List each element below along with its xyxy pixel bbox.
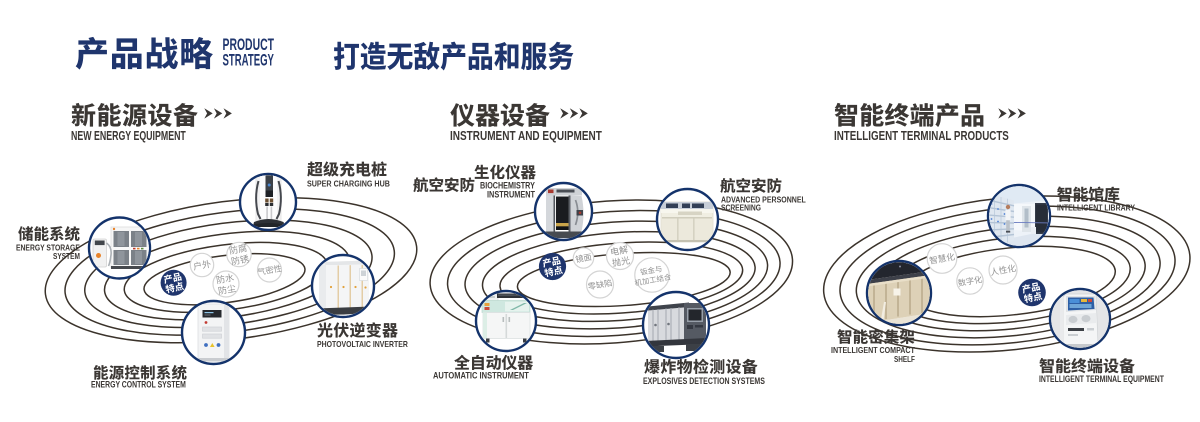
svg-text:SYSTEM: SYSTEM xyxy=(53,251,80,261)
svg-text:INTELLIGENT LIBRARY: INTELLIGENT LIBRARY xyxy=(1057,203,1135,213)
svg-text:ADVANCED PERSONNEL: ADVANCED PERSONNEL xyxy=(721,195,806,205)
svg-text:SCREENING: SCREENING xyxy=(721,203,761,213)
svg-text:BIOCHEMISTRY: BIOCHEMISTRY xyxy=(480,181,535,191)
svg-text:STRATEGY: STRATEGY xyxy=(223,51,274,69)
svg-text:ENERGY STORAGE: ENERGY STORAGE xyxy=(16,243,80,253)
svg-text:AUTOMATIC INSTRUMENT: AUTOMATIC INSTRUMENT xyxy=(433,371,529,381)
svg-text:ENERGY CONTROL SYSTEM: ENERGY CONTROL SYSTEM xyxy=(91,380,186,390)
svg-text:NEW ENERGY EQUIPMENT: NEW ENERGY EQUIPMENT xyxy=(71,130,186,144)
svg-text:INTELLIGENT COMPACT: INTELLIGENT COMPACT xyxy=(831,345,915,355)
svg-text:EXPLOSIVES DETECTION SYSTEMS: EXPLOSIVES DETECTION SYSTEMS xyxy=(643,376,765,386)
svg-text:INSTRUMENT AND EQUIPMENT: INSTRUMENT AND EQUIPMENT xyxy=(450,129,603,144)
svg-text:SUPER CHARGING HUB: SUPER CHARGING HUB xyxy=(307,179,390,189)
svg-text:PHOTOVOLTAIC INVERTER: PHOTOVOLTAIC INVERTER xyxy=(317,340,408,350)
svg-text:INSTRUMENT: INSTRUMENT xyxy=(487,190,535,200)
svg-text:INTELLIGENT TERMINAL PRODUCTS: INTELLIGENT TERMINAL PRODUCTS xyxy=(834,129,1009,144)
svg-text:SHELF: SHELF xyxy=(894,354,915,364)
svg-text:PRODUCT: PRODUCT xyxy=(223,34,275,53)
svg-text:INTELLIGENT TERMINAL EQUIPMENT: INTELLIGENT TERMINAL EQUIPMENT xyxy=(1039,374,1164,384)
